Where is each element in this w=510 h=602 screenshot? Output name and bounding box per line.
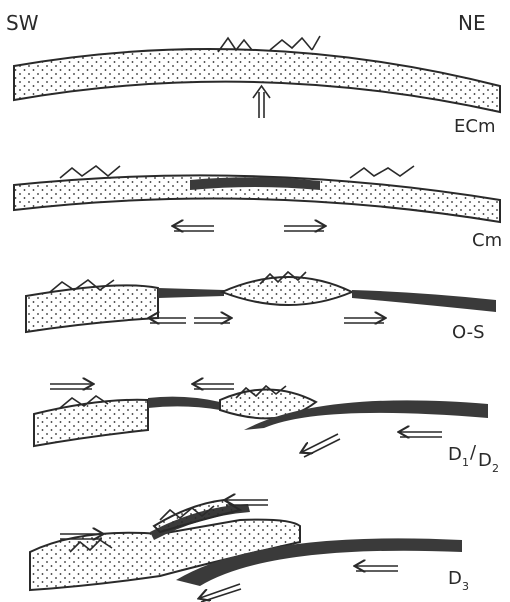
stage-d1d2-label-d: D (448, 444, 462, 465)
stage-os-microcontinent (222, 277, 352, 305)
stage-d1d2-west-margin (34, 400, 148, 446)
stage-os-spreading-arrows (150, 318, 384, 323)
orientation-right-label: NE (458, 11, 486, 35)
stage-d3-section: D 3 (30, 500, 469, 602)
stage-d3-label-d: D (448, 568, 462, 589)
stage-os-east-oceanic-crust (352, 290, 496, 312)
stage-os-label: O-S (452, 322, 485, 343)
stage-d1d2-label-d2: D (478, 450, 492, 471)
stage-d1d2-label-slash: / (470, 442, 477, 463)
stage-cm-label: Cm (472, 230, 502, 251)
stage-d1d2-oceanic-crust (148, 397, 220, 410)
stage-d1d2-section: D 1 / D 2 (34, 384, 499, 475)
stage-os-west-margin (26, 285, 158, 332)
stage-d3-label-sub: 3 (462, 580, 469, 593)
stage-cm-section: Cm (14, 166, 502, 251)
stage-os-section: O-S (26, 272, 496, 343)
orientation-left-label: SW (6, 11, 39, 35)
stage-ecm-label: ECm (454, 116, 495, 137)
stage-ecm-section: ECm (14, 36, 500, 137)
stage-os-west-oceanic-crust (158, 288, 224, 298)
stage-d1d2-label-sub1: 1 (462, 456, 469, 469)
stage-ecm-uplift-arrow (253, 86, 270, 118)
stage-ecm-sediment-layer (14, 49, 500, 112)
stage-d1d2-label-sub2: 2 (492, 462, 499, 475)
stage-cm-extension-arrows (174, 226, 324, 231)
